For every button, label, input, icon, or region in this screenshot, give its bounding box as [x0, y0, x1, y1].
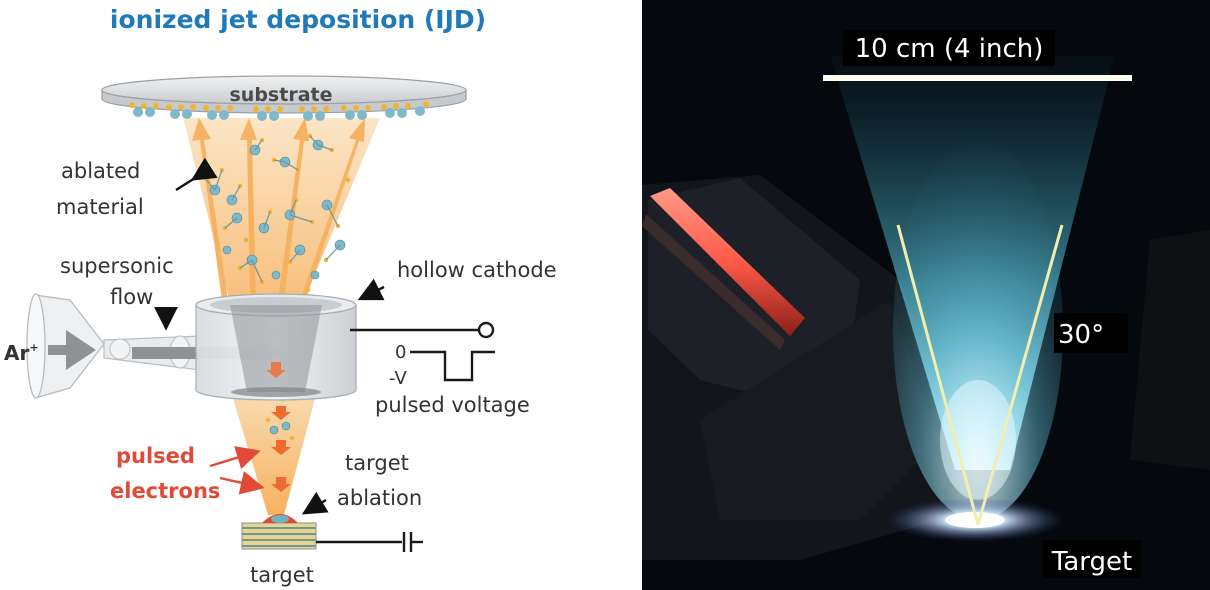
- ar-flow-arrow: [48, 330, 96, 370]
- scale-label: 10 cm (4 inch): [855, 34, 1044, 64]
- substrate: substrate: [101, 75, 467, 121]
- voltage-zero-label: 0: [395, 342, 406, 363]
- plume-photo: 10 cm (4 inch) 30° Target: [642, 0, 1210, 590]
- angle-guide-right: [976, 224, 1064, 526]
- electron-beam-arrows: [271, 406, 291, 492]
- angle-label: 30°: [1058, 320, 1104, 350]
- photo-target-label: Target: [1051, 547, 1132, 577]
- annotation-arrows: [154, 157, 385, 515]
- ijd-diagram: ionized jet deposition (IJD): [4, 5, 557, 587]
- ablated-molecules: [202, 133, 351, 441]
- heated-tube: [650, 188, 805, 336]
- target: [241, 514, 423, 552]
- deposited-film: [129, 101, 429, 121]
- target-ablation-line1: target: [345, 451, 409, 475]
- supersonic-label-line1: supersonic: [60, 254, 174, 278]
- pulsed-electrons-line2: electrons: [110, 479, 220, 503]
- supersonic-label-line2: flow: [110, 285, 153, 309]
- hollow-cathode-label: hollow cathode: [397, 258, 557, 282]
- target-label: target: [250, 563, 314, 587]
- cathode-electron-arrow: [266, 362, 286, 378]
- pulsed-voltage-label: pulsed voltage: [375, 393, 530, 417]
- angle-guide-left: [896, 224, 980, 526]
- ar-ion-label: Ar+: [4, 341, 39, 365]
- substrate-label: substrate: [230, 84, 333, 106]
- voltage-neg-label: -V: [389, 368, 407, 389]
- pulsed-voltage-circuit: [350, 321, 495, 382]
- target-ablation-line2: ablation: [337, 486, 422, 510]
- plume-flow-arrows: [192, 118, 365, 302]
- pulsed-electrons-line1: pulsed: [116, 444, 195, 468]
- ablation-plume-lower: [232, 395, 316, 515]
- hollow-cathode: [195, 293, 357, 401]
- ablation-plume: [183, 118, 380, 310]
- ablated-label-line2: material: [56, 195, 144, 219]
- diagram-title: ionized jet deposition (IJD): [110, 5, 486, 34]
- ablated-label-line1: ablated: [61, 159, 140, 183]
